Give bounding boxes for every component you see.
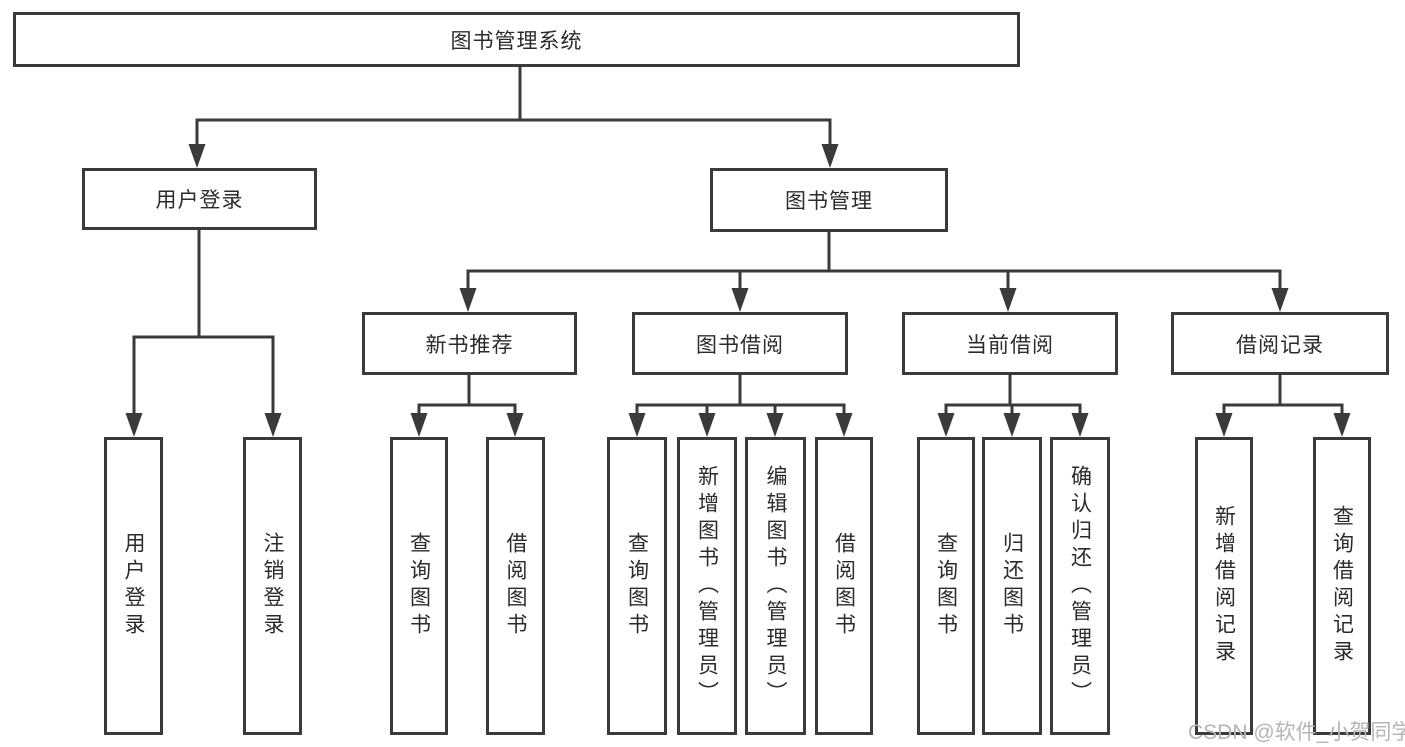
node-library-management-system: 图书管理系统 bbox=[13, 12, 1020, 67]
leaf-borrow-borrow-books: 借阅图书 bbox=[815, 437, 873, 735]
leaf-return-books: 归还图书 bbox=[982, 437, 1042, 735]
leaf-edit-books-admin-label: 编辑图书（管理员） bbox=[764, 464, 787, 708]
leaf-recommend-query-books: 查询图书 bbox=[390, 437, 448, 735]
leaf-recommend-borrow-books-label: 借阅图书 bbox=[504, 532, 527, 640]
node-current-borrowing: 当前借阅 bbox=[902, 312, 1118, 375]
leaf-borrow-query-books: 查询图书 bbox=[607, 437, 667, 735]
leaf-logout-login: 注销登录 bbox=[243, 437, 302, 735]
node-user-login: 用户登录 bbox=[82, 168, 317, 230]
csdn-watermark: CSDN @软件_小贺同学 bbox=[1188, 721, 1405, 744]
leaf-query-borrow-record-label: 查询借阅记录 bbox=[1330, 505, 1354, 667]
node-book-borrowing: 图书借阅 bbox=[632, 312, 848, 375]
node-book-management: 图书管理 bbox=[710, 168, 948, 232]
leaf-add-borrow-record: 新增借阅记录 bbox=[1195, 437, 1253, 735]
leaf-user-login: 用户登录 bbox=[104, 437, 163, 735]
leaf-recommend-borrow-books: 借阅图书 bbox=[486, 437, 545, 735]
leaf-confirm-return-admin: 确认归还（管理员） bbox=[1050, 437, 1110, 735]
leaf-user-login-label: 用户登录 bbox=[122, 532, 145, 640]
leaf-add-books-admin: 新增图书（管理员） bbox=[677, 437, 737, 735]
node-borrowing-records: 借阅记录 bbox=[1171, 312, 1389, 375]
leaf-add-books-admin-label: 新增图书（管理员） bbox=[695, 464, 719, 708]
leaf-return-books-label: 归还图书 bbox=[1000, 532, 1024, 640]
leaf-borrow-borrow-books-label: 借阅图书 bbox=[832, 532, 856, 640]
leaf-logout-login-label: 注销登录 bbox=[261, 532, 284, 640]
leaf-edit-books-admin: 编辑图书（管理员） bbox=[745, 437, 806, 735]
leaf-add-borrow-record-label: 新增借阅记录 bbox=[1212, 505, 1236, 667]
leaf-query-borrow-record: 查询借阅记录 bbox=[1313, 437, 1371, 735]
leaf-borrow-query-books-label: 查询图书 bbox=[625, 532, 649, 640]
leaf-current-query-books: 查询图书 bbox=[917, 437, 975, 735]
leaf-current-query-books-label: 查询图书 bbox=[934, 532, 958, 640]
leaf-confirm-return-admin-label: 确认归还（管理员） bbox=[1068, 464, 1092, 708]
node-new-book-recommendation: 新书推荐 bbox=[362, 312, 577, 375]
leaf-recommend-query-books-label: 查询图书 bbox=[407, 532, 431, 640]
